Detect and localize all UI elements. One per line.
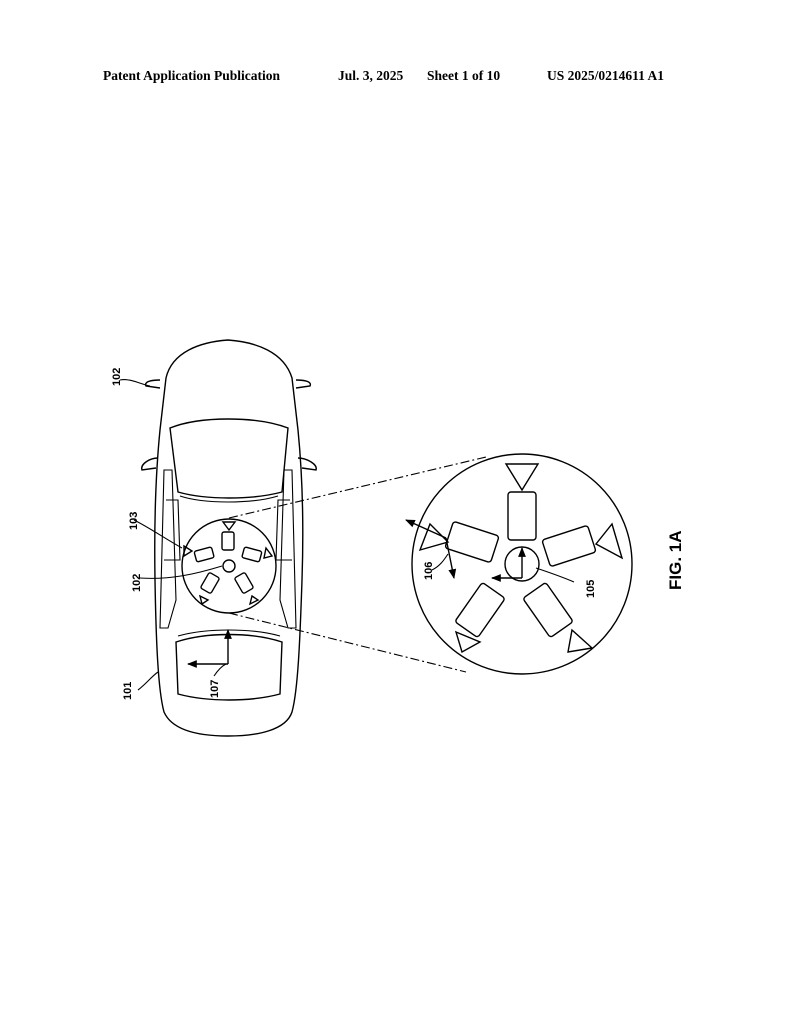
enlarged-sensor-view (405, 453, 633, 675)
publication-number: US 2025/0214611 A1 (547, 68, 665, 83)
label-102-sensor: 102 (131, 574, 143, 592)
leader-lines (119, 379, 575, 691)
vehicle-outline (141, 339, 317, 737)
zoom-lines (228, 456, 487, 673)
label-107-axes: 107 (209, 680, 221, 698)
vehicle-axes (187, 629, 232, 668)
sheet-number: Sheet 1 of 10 (427, 68, 501, 83)
publication-date: Jul. 3, 2025 (338, 68, 404, 83)
figure-title: FIG. 1A (666, 530, 685, 590)
label-106-camera: 106 (423, 562, 435, 580)
label-101-vehicle: 101 (122, 682, 134, 700)
label-105-center: 105 (585, 580, 597, 598)
roof-sensor-ring (181, 518, 277, 614)
publication-label: Patent Application Publication (103, 68, 281, 83)
label-102-mirror: 102 (111, 368, 123, 386)
label-103-ring: 103 (128, 512, 140, 530)
page-header: Patent Application Publication Jul. 3, 2… (0, 68, 794, 88)
